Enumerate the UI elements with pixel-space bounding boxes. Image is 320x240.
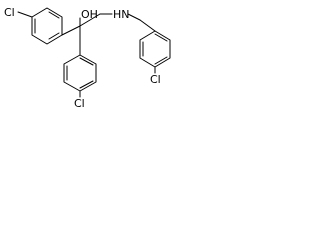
atom-hn: HN <box>113 8 130 21</box>
atom-cl-left: Cl <box>4 6 15 19</box>
atom-oh: OH <box>81 8 98 21</box>
atom-cl-bottom: Cl <box>74 97 85 110</box>
atom-cl-right: Cl <box>150 73 161 86</box>
bond-cl-left <box>17 11 33 18</box>
backbone-bonds <box>61 13 156 56</box>
left-ring <box>31 7 63 45</box>
bottom-ring <box>63 54 97 92</box>
structure-diagram: Cl OH HN Cl Cl <box>4 6 171 110</box>
right-ring <box>139 30 171 68</box>
